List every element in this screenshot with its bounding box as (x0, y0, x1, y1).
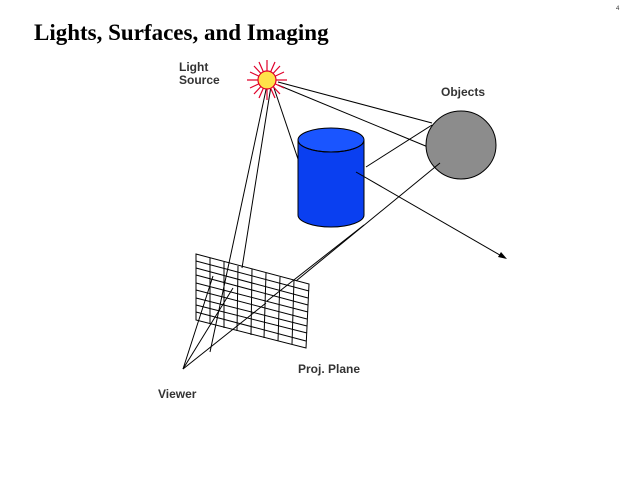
light-label-line2: Source (179, 73, 220, 87)
light-source-label: Light Source (179, 61, 220, 87)
sphere-object (425, 110, 497, 180)
arrowhead (498, 252, 507, 259)
reflected-rays (266, 124, 506, 302)
page-number: 4 (616, 6, 620, 12)
ray-light-to-plane (241, 85, 272, 269)
ray-light-to-sphere (277, 84, 429, 148)
slide-title: Lights, Surfaces, and Imaging (34, 20, 329, 45)
proj-plane-label: Proj. Plane (298, 362, 361, 376)
light-rays (209, 81, 433, 353)
objects-label: Objects (441, 85, 486, 99)
light-label-line1: Light (179, 60, 209, 74)
ray-sphere-to-plane (295, 162, 441, 282)
ray-light-to-sphere-top (277, 81, 433, 124)
ray-cylinder-to-sphere (365, 124, 433, 168)
viewer-ray-2 (182, 287, 234, 370)
cylinder-object (297, 127, 365, 228)
projection-plane-grid (195, 253, 310, 349)
ray-outgoing (355, 171, 506, 259)
ray-light-to-viewer (209, 84, 268, 353)
viewer-ray-3 (182, 302, 267, 370)
ray-light-to-cylinder (272, 84, 301, 166)
ray-cylinder-to-plane (266, 224, 365, 302)
viewer-rays (182, 275, 267, 370)
viewer-label: Viewer (158, 387, 197, 401)
light-source-icon (247, 60, 287, 100)
viewer-ray-1 (182, 275, 214, 370)
